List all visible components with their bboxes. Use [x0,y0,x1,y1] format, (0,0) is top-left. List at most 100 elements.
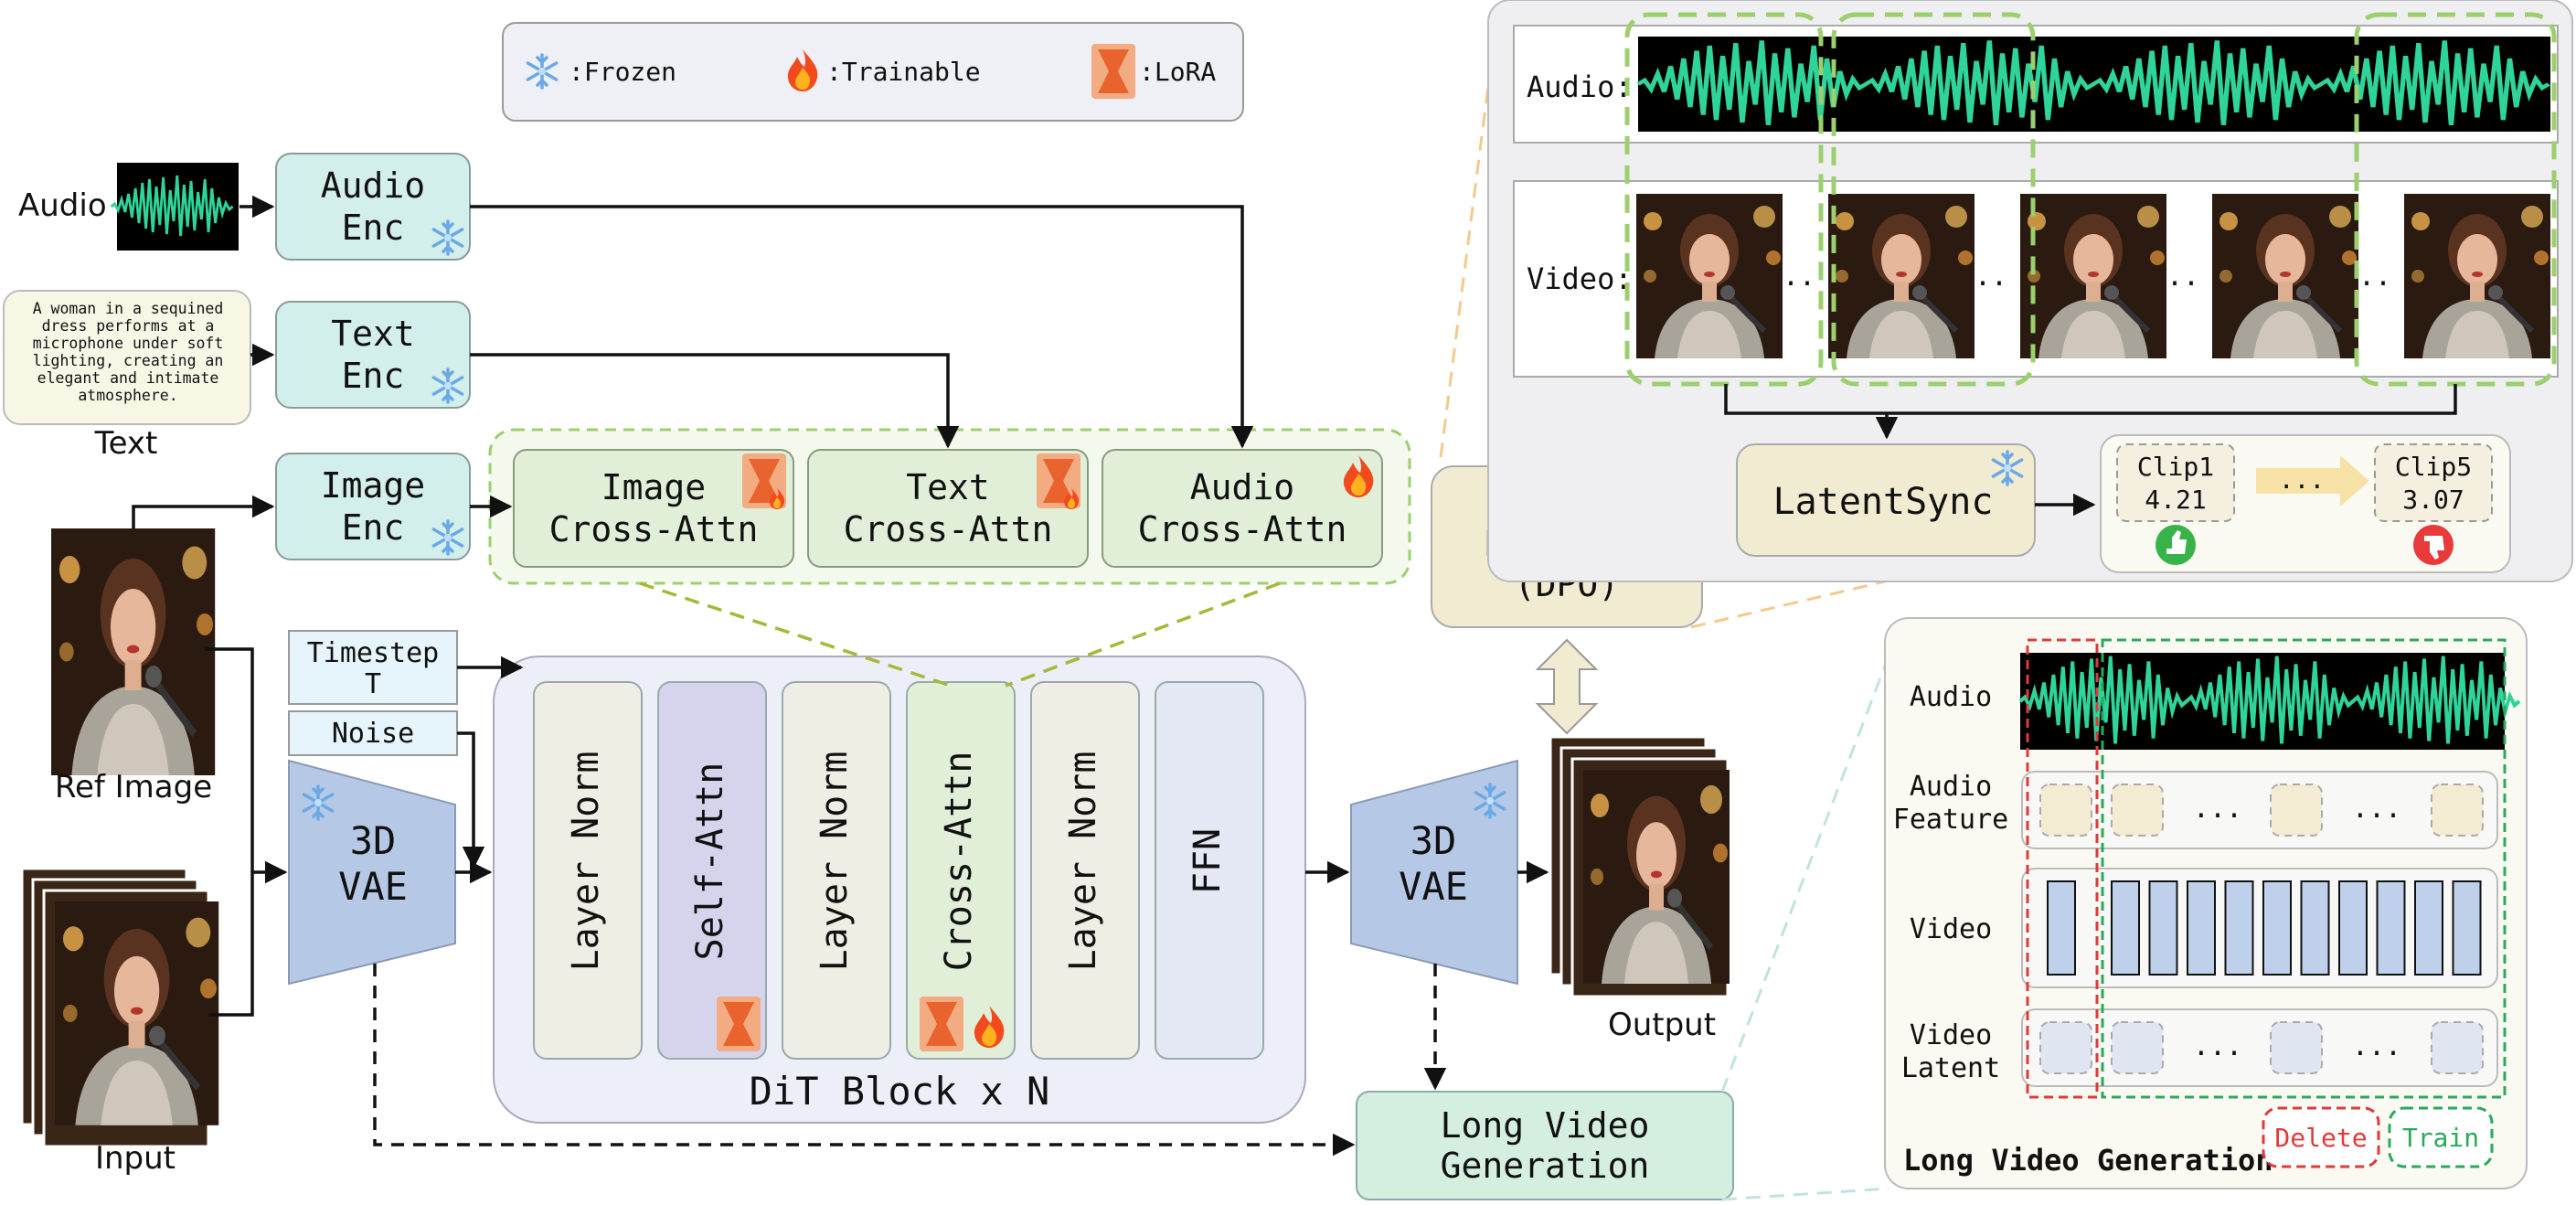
svg-text:..: .. [1975,261,2007,293]
ref-image-label: Ref Image [55,769,212,805]
dit-block: Layer Norm Self-Attn Layer Norm Cross-Attn L… [493,656,1306,1124]
svg-text:Noise: Noise [332,718,414,750]
input-video-stack [20,867,218,1148]
timestep-box: Timestep T [288,630,458,705]
video-frame-bar [2376,880,2406,976]
dit-layer-3 [906,681,1016,1060]
video-frame-bar [2300,880,2330,976]
svg-text:Clip1: Clip1 [2137,452,2214,482]
thumbs-down-icon [2413,525,2454,565]
dit-layer-5 [1155,681,1264,1060]
video-frame-bars [2047,880,2482,976]
svg-text:Long Video Generation: Long Video Generation [1903,1143,2273,1178]
audio-cross-attn: Audio Cross-Attn [1102,449,1383,568]
svg-text:LatentSync: LatentSync [1773,481,1994,523]
input-label: Input [95,1140,176,1177]
svg-text:VAE: VAE [338,864,408,909]
long-video-panel: Audio Audio Feature Video Video Latent .… [1884,617,2528,1189]
video-frame-bar [2224,880,2254,976]
dit-layers: Layer Norm Self-Attn Layer Norm Cross-Attn L… [533,681,1264,1060]
cross-attn-lora-icon [920,997,963,1051]
svg-text:Image: Image [321,465,425,506]
dit-layer-1 [657,681,767,1060]
reward-bidirectional-arrow [1535,638,1599,735]
cross-attn-zoom-lines [639,581,1281,688]
svg-text:Delete: Delete [2274,1123,2367,1153]
sync-video-frames: .. .. .. .. [1636,194,2550,358]
text-encoder: Text Enc [275,301,471,409]
svg-text:Enc: Enc [342,507,405,548]
dit-layer-2 [782,681,891,1060]
cross-attn-group: Image Cross-Attn Text Cross-Attn Audio C… [488,428,1411,585]
text-caption-box: A woman in a sequined dress performs at … [3,290,251,425]
svg-text:Cross-Attn: Cross-Attn [844,509,1053,549]
svg-text:Cross-Attn: Cross-Attn [1138,509,1347,549]
svg-text:Audio: Audio [1910,681,1992,713]
video-frame-bar [2111,880,2140,976]
svg-text:...: ... [2193,1030,2242,1062]
output-label: Output [1608,1007,1716,1043]
sync-zoom-lines [1439,28,1886,629]
svg-text:3D: 3D [350,818,397,863]
train-region [2101,638,2507,1099]
text-cross-attn: Text Cross-Attn [807,449,1089,568]
image-encoder: Image Enc [275,453,471,560]
audio-enc-line1: Audio [321,165,425,206]
svg-text:Text: Text [906,467,990,507]
dashed-arrows [373,964,1447,1157]
video-latent-tokens: ... ... [2039,1021,2484,1074]
video-frame-bar [2148,880,2178,976]
audio-waveform-thumbnail [110,163,239,251]
dit-layer-label-2: Layer Norm [814,752,856,972]
svg-text:...: ... [2352,793,2401,825]
svg-text:Audio: Audio [1910,771,1992,803]
svg-text:Image: Image [601,467,706,507]
audio-enc-line2: Enc [342,208,405,248]
dit-layer-label-3: Cross-Attn [938,752,980,972]
legend: :Frozen :Trainable :LoRA [502,22,1244,122]
lora-icon [1091,44,1135,99]
dit-layer-label-4: Layer Norm [1062,752,1104,972]
svg-text:Enc: Enc [342,356,405,396]
svg-text:Video: Video [1910,1019,1992,1051]
video-frame-bar [2414,880,2443,976]
latentsync-box: LatentSync [1736,443,2036,557]
text-input-label: Text [94,425,158,462]
dit-layer-label-1: Self-Attn [689,762,731,961]
vae-decoder: 3D VAE [1350,759,1518,986]
legend-trainable: :Trainable [826,57,981,87]
svg-text:...: ... [2279,464,2326,495]
video-frame-bar [2338,880,2368,976]
svg-text:Generation: Generation [1441,1146,1650,1186]
svg-text:Latent: Latent [1901,1052,2000,1084]
svg-text:Timestep: Timestep [307,637,440,669]
dit-layer-0 [533,681,643,1060]
clip-scores-box: Clip1 4.21 ... Clip5 3.07 [2100,434,2511,573]
svg-text:Audio:: Audio: [1527,69,1633,104]
svg-text:..: .. [2358,261,2391,293]
svg-text:..: .. [2166,261,2199,293]
svg-text:VAE: VAE [1399,864,1468,909]
svg-text:Feature: Feature [1893,804,2008,836]
ref-image [51,528,215,775]
dit-layer-4 [1030,681,1140,1060]
output-video-stack [1549,735,1730,998]
svg-text:Long Video: Long Video [1441,1105,1650,1146]
audio-input-label: Audio [18,187,107,224]
dit-layer-label-0: Layer Norm [565,752,607,972]
audio-feature-tokens: ... ... [2039,784,2484,837]
svg-text:Text: Text [331,314,415,354]
long-audio-waveform [2020,653,2519,750]
video-frame-bar [2452,880,2482,976]
svg-text:..: .. [1783,261,1815,293]
svg-text:Video: Video [1910,913,1992,945]
svg-text:Video:: Video: [1527,261,1633,296]
svg-text:4.21: 4.21 [2145,485,2206,515]
video-frame-bar [2047,880,2076,976]
long-video-box: Long Video Generation [1356,1091,1734,1200]
svg-text:T: T [365,668,381,700]
video-frame-bar [2262,880,2292,976]
video-frame-bar [2187,880,2216,976]
dit-layer-label-5: FFN [1187,828,1229,894]
